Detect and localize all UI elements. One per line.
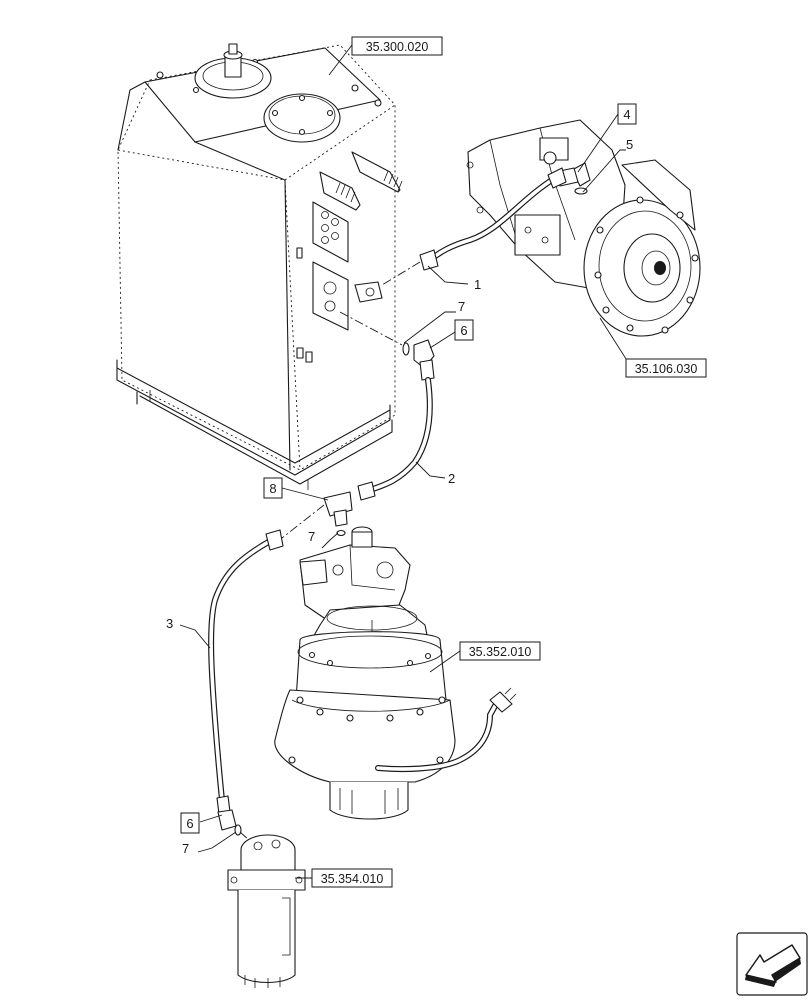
hose-3 [208, 529, 284, 815]
hose-2 [357, 377, 433, 501]
ref-swivel-joint[interactable]: 35.354.010 [295, 868, 393, 888]
callout-6-tank[interactable]: 6 [429, 319, 474, 349]
swivel-joint [217, 809, 306, 988]
callout-5[interactable]: 5 [582, 137, 633, 193]
callout-2-label: 2 [448, 471, 455, 486]
callout-1-label: 1 [474, 277, 481, 292]
callout-5-label: 5 [626, 137, 633, 152]
callout-7-tee-label: 7 [308, 529, 315, 544]
callout-7-swivel[interactable]: 7 [182, 831, 237, 856]
callout-7-tank[interactable]: 7 [403, 299, 465, 344]
ref-tank-label: 35.300.020 [366, 40, 429, 54]
tee-fitting [281, 491, 353, 539]
callout-6-swivel[interactable]: 6 [180, 812, 223, 834]
ref-swing-motor-label: 35.352.010 [469, 645, 532, 659]
callout-8[interactable]: 8 [263, 477, 329, 501]
callout-4-label: 4 [623, 107, 630, 122]
hose-1 [381, 167, 567, 286]
view-direction-arrow-icon[interactable] [736, 932, 808, 996]
ref-tank[interactable]: 35.300.020 [328, 36, 443, 76]
ref-main-pump-label: 35.106.030 [635, 362, 698, 376]
swing-motor [274, 526, 517, 820]
callout-4[interactable]: 4 [577, 103, 637, 173]
callout-3-label: 3 [166, 616, 173, 631]
main-pump [466, 119, 701, 337]
ref-swivel-joint-label: 35.354.010 [321, 872, 384, 886]
elbow-tank [339, 311, 435, 381]
callout-7-tee[interactable]: 7 [308, 529, 339, 549]
callout-7-swivel-label: 7 [182, 841, 189, 856]
callout-8-label: 8 [269, 481, 276, 496]
callout-1[interactable]: 1 [427, 265, 481, 292]
callout-2[interactable]: 2 [415, 461, 455, 486]
ref-main-pump[interactable]: 35.106.030 [599, 317, 707, 378]
callout-3[interactable]: 3 [166, 616, 211, 649]
callout-6-tank-label: 6 [460, 323, 467, 338]
callout-7-tank-label: 7 [458, 299, 465, 314]
breather-tubes [319, 151, 403, 211]
callout-6-swivel-label: 6 [186, 816, 193, 831]
hydraulic-tank [116, 43, 403, 490]
ref-swing-motor[interactable]: 35.352.010 [429, 641, 541, 673]
